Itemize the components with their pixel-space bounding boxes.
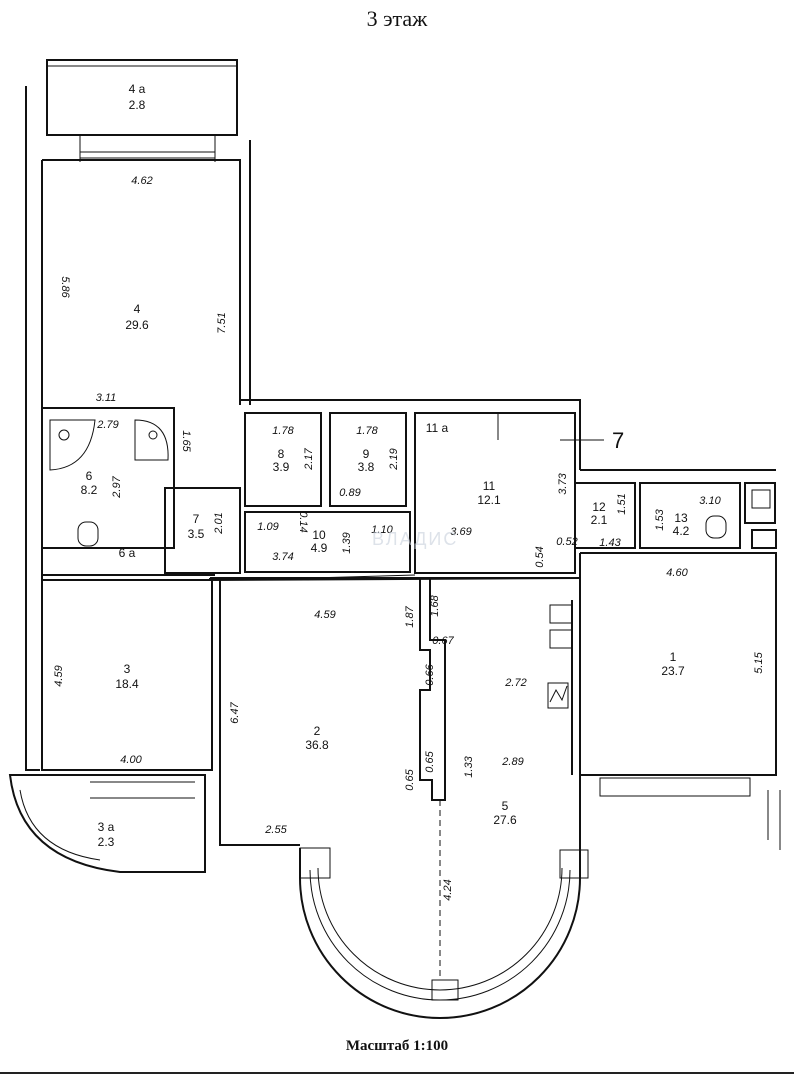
room-area: 2.8 bbox=[129, 98, 146, 112]
dimension-label: 7.51 bbox=[216, 312, 228, 333]
axis-marker: 7 bbox=[560, 428, 624, 453]
room-number: 4 bbox=[134, 302, 141, 316]
dimension-label: 2.97 bbox=[111, 475, 123, 498]
dimension-label: 4.00 bbox=[120, 754, 142, 766]
dimension-label: 4.59 bbox=[314, 609, 335, 621]
room-area: 12.1 bbox=[477, 493, 501, 507]
dimension-label: 2.01 bbox=[213, 512, 225, 534]
dimension-label: 0.14 bbox=[297, 511, 309, 532]
room-number: 2 bbox=[314, 724, 321, 738]
dimension-label: 1.68 bbox=[429, 594, 441, 616]
divider bbox=[0, 1072, 794, 1074]
bathtub-icon bbox=[49, 419, 96, 471]
room-area: 23.7 bbox=[661, 664, 685, 678]
room-number: 11 bbox=[483, 479, 496, 493]
dimension-label: 1.78 bbox=[272, 425, 294, 437]
walls bbox=[8, 59, 781, 1019]
dimension-label: 4.62 bbox=[131, 175, 152, 187]
room-area: 4.9 bbox=[311, 541, 328, 555]
room-number: 3 bbox=[124, 662, 131, 676]
room-number: 6 а bbox=[119, 546, 136, 560]
dimension-label: 2.19 bbox=[388, 448, 400, 470]
dimension-label: 1.39 bbox=[341, 532, 353, 553]
dimension-label: 1.51 bbox=[616, 493, 628, 514]
dimension-labels: 4.62 5.86 7.51 3.11 2.79 1.65 2.97 2.01 … bbox=[53, 175, 765, 901]
toilet-icon bbox=[77, 521, 99, 547]
room-area: 2.1 bbox=[591, 513, 608, 527]
dimension-label: 3.73 bbox=[557, 472, 569, 494]
dimension-label: 1.78 bbox=[356, 425, 378, 437]
room-number: 7 bbox=[193, 512, 200, 526]
dimension-label: 0.52 bbox=[556, 536, 577, 548]
dimension-label: 3.10 bbox=[699, 495, 721, 507]
room-area: 3.8 bbox=[358, 460, 375, 474]
dimension-label: 1.10 bbox=[371, 524, 393, 536]
dimension-label: 0.66 bbox=[424, 663, 436, 685]
dimension-label: 3.74 bbox=[272, 551, 293, 563]
dimension-label: 2.79 bbox=[96, 419, 118, 431]
dimension-label: 5.15 bbox=[753, 651, 765, 673]
dimension-label: 3.11 bbox=[96, 392, 117, 404]
room-area: 4.2 bbox=[673, 524, 690, 538]
watermark-text: ВЛАДИС bbox=[372, 529, 458, 549]
room-area: 27.6 bbox=[493, 813, 517, 827]
room-area: 3.9 bbox=[273, 460, 290, 474]
toilet-icon bbox=[705, 515, 727, 539]
room-labels: 4 а 2.8 4 29.6 6 8.2 6 а 7 3.5 8 3.9 9 3… bbox=[81, 82, 690, 849]
dimension-label: 1.65 bbox=[180, 430, 192, 452]
room-number: 6 bbox=[86, 469, 93, 483]
dimension-label: 0.65 bbox=[424, 750, 436, 772]
axis-label: 7 bbox=[612, 428, 624, 453]
room-area: 36.8 bbox=[305, 738, 329, 752]
dimension-label: 0.65 bbox=[404, 768, 416, 790]
dimension-label: 4.60 bbox=[666, 567, 688, 579]
dimension-label: 6.47 bbox=[229, 701, 241, 723]
room-number: 8 bbox=[278, 447, 285, 461]
balcony-4a-outline bbox=[46, 59, 238, 136]
dimension-label: 4.59 bbox=[53, 665, 65, 686]
room-number: 11 а bbox=[426, 421, 449, 435]
room-number: 3 а bbox=[98, 820, 115, 834]
room-number: 9 bbox=[363, 447, 370, 461]
dimension-label: 2.72 bbox=[504, 677, 526, 689]
room-area: 8.2 bbox=[81, 483, 98, 497]
scale-caption: Масштаб 1:100 bbox=[345, 1038, 449, 1054]
room-number: 5 bbox=[502, 799, 509, 813]
dimension-label: 2.17 bbox=[303, 447, 315, 470]
room-number: 4 а bbox=[129, 82, 146, 96]
room-number: 12 bbox=[592, 500, 606, 514]
room-area: 29.6 bbox=[125, 318, 149, 332]
dimension-label: 0.89 bbox=[339, 487, 360, 499]
dimension-label: 1.87 bbox=[404, 605, 416, 627]
room-number: 10 bbox=[312, 528, 326, 542]
radiator-icon bbox=[751, 489, 771, 509]
fixtures bbox=[49, 419, 771, 709]
dimension-label: 1.09 bbox=[257, 521, 278, 533]
room-area: 3.5 bbox=[188, 527, 205, 541]
dimension-label: 0.67 bbox=[432, 635, 454, 647]
dimension-label: 4.24 bbox=[442, 879, 454, 900]
shower-icon bbox=[134, 419, 169, 461]
dimension-label: 1.33 bbox=[463, 755, 475, 777]
dimension-label: 1.43 bbox=[599, 537, 621, 549]
room-area: 2.3 bbox=[98, 835, 115, 849]
sink-icon bbox=[549, 604, 573, 624]
room-area: 18.4 bbox=[115, 677, 139, 691]
dimension-label: 2.55 bbox=[264, 824, 287, 836]
dimension-label: 5.86 bbox=[59, 276, 71, 298]
dimension-label: 1.53 bbox=[654, 508, 666, 530]
room-number: 13 bbox=[674, 511, 688, 525]
dimension-label: 3.69 bbox=[450, 526, 471, 538]
dimension-label: 2.89 bbox=[501, 756, 523, 768]
dimension-label: 0.54 bbox=[534, 546, 546, 567]
room-number: 1 bbox=[670, 650, 677, 664]
floor-title: 3 этаж bbox=[366, 6, 428, 31]
stove-icon bbox=[547, 682, 569, 709]
